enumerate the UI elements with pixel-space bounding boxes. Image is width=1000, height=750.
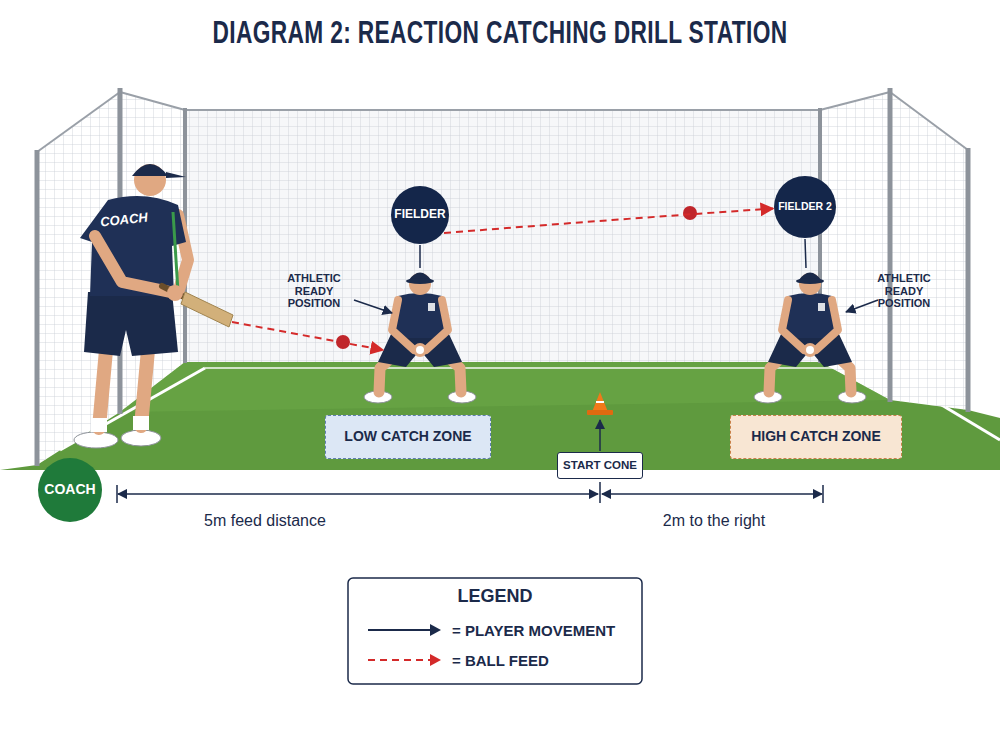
coach-figure — [167, 285, 183, 301]
node-circle — [391, 186, 449, 244]
pointer-arrows — [599, 420, 601, 451]
training-cone — [592, 392, 608, 412]
training-cone — [587, 392, 613, 415]
net-fence — [185, 110, 820, 362]
dimension-line — [599, 482, 601, 503]
training-cone — [587, 410, 613, 415]
legend-sample — [366, 649, 444, 671]
cricket-ball — [683, 206, 697, 220]
legend-text: = PLAYER MOVEMENT — [452, 622, 615, 639]
coach-figure — [132, 164, 168, 176]
diagram-title: DIAGRAM 2: REACTION CATCHING DRILL STATI… — [145, 14, 855, 51]
ball-feed — [232, 206, 697, 350]
legend-line — [368, 629, 432, 631]
net-fence — [35, 150, 40, 466]
coach-figure — [95, 236, 170, 292]
coach-figure — [74, 432, 118, 448]
node-circle — [38, 458, 102, 522]
dimension-line — [117, 482, 823, 503]
fielder-marker: FIELDER 2 — [773, 175, 837, 239]
training-cone — [596, 401, 604, 403]
dimension-label: 5m feed distance — [185, 512, 345, 530]
node-label: LOW CATCH ZONE — [344, 429, 471, 444]
net-fence — [966, 148, 971, 412]
leader-line — [805, 239, 806, 268]
fielder-figure — [364, 273, 476, 404]
ball-feed — [232, 322, 383, 350]
ball-feed-arrow — [444, 209, 773, 233]
fielder-figure — [754, 273, 866, 404]
coach-marker: COACH — [37, 457, 103, 523]
coach-figure — [84, 292, 178, 356]
net-fence — [890, 92, 968, 150]
coach-figure — [74, 164, 233, 448]
legend-arrowhead — [430, 654, 441, 666]
net-fence — [888, 88, 893, 402]
legend-box — [348, 578, 642, 684]
node-circle — [774, 176, 836, 238]
coach-figure — [141, 350, 148, 426]
coach-figure — [173, 212, 178, 292]
pointer-arrows — [846, 300, 878, 312]
coach-figure — [91, 418, 107, 432]
fielder-figures — [364, 239, 866, 403]
fielder-marker: FIELDER — [390, 185, 450, 245]
legend-text: = BALL FEED — [452, 652, 549, 669]
net-fence — [37, 88, 968, 466]
net-fence — [120, 92, 185, 110]
coach-figure — [99, 350, 106, 428]
node-label: FIELDER 2 — [778, 201, 832, 213]
node-label: HIGH CATCH ZONE — [751, 429, 881, 444]
coach-figure — [181, 292, 233, 327]
node-label: FIELDER — [394, 208, 445, 221]
net-fence — [890, 92, 968, 410]
legend-arrowhead — [430, 624, 441, 636]
legend-heading: LEGEND — [395, 586, 595, 607]
pointer-arrows — [354, 300, 392, 313]
node-label: COACH — [44, 482, 95, 497]
dimension-line — [118, 493, 598, 495]
dimension-line — [116, 485, 118, 503]
position-callout: ATHLETIC READY POSITION — [272, 272, 356, 310]
coach-figure — [80, 196, 186, 296]
legend-sample — [366, 619, 444, 641]
dimension-line — [602, 493, 822, 495]
coach-figure — [133, 416, 149, 430]
legend-entry: = BALL FEED — [366, 649, 549, 671]
cricket-ball — [336, 335, 350, 349]
leader-line — [419, 245, 421, 268]
dimension-line — [822, 485, 824, 503]
legend-line — [368, 659, 432, 661]
net-fence — [185, 110, 820, 362]
net-fence — [185, 109, 820, 111]
dimension-label: 2m to the right — [634, 512, 794, 530]
legend-entry: = PLAYER MOVEMENT — [366, 619, 615, 641]
net-fence — [37, 92, 120, 152]
node-label: START CONE — [563, 459, 637, 472]
catch-zone: HIGH CATCH ZONE — [730, 415, 902, 459]
position-callout: ATHLETIC READY POSITION — [862, 272, 946, 310]
cone-label-box: START CONE — [557, 452, 643, 479]
catch-zone: LOW CATCH ZONE — [325, 415, 491, 459]
coach-figure — [166, 172, 186, 178]
net-fence — [820, 92, 890, 110]
